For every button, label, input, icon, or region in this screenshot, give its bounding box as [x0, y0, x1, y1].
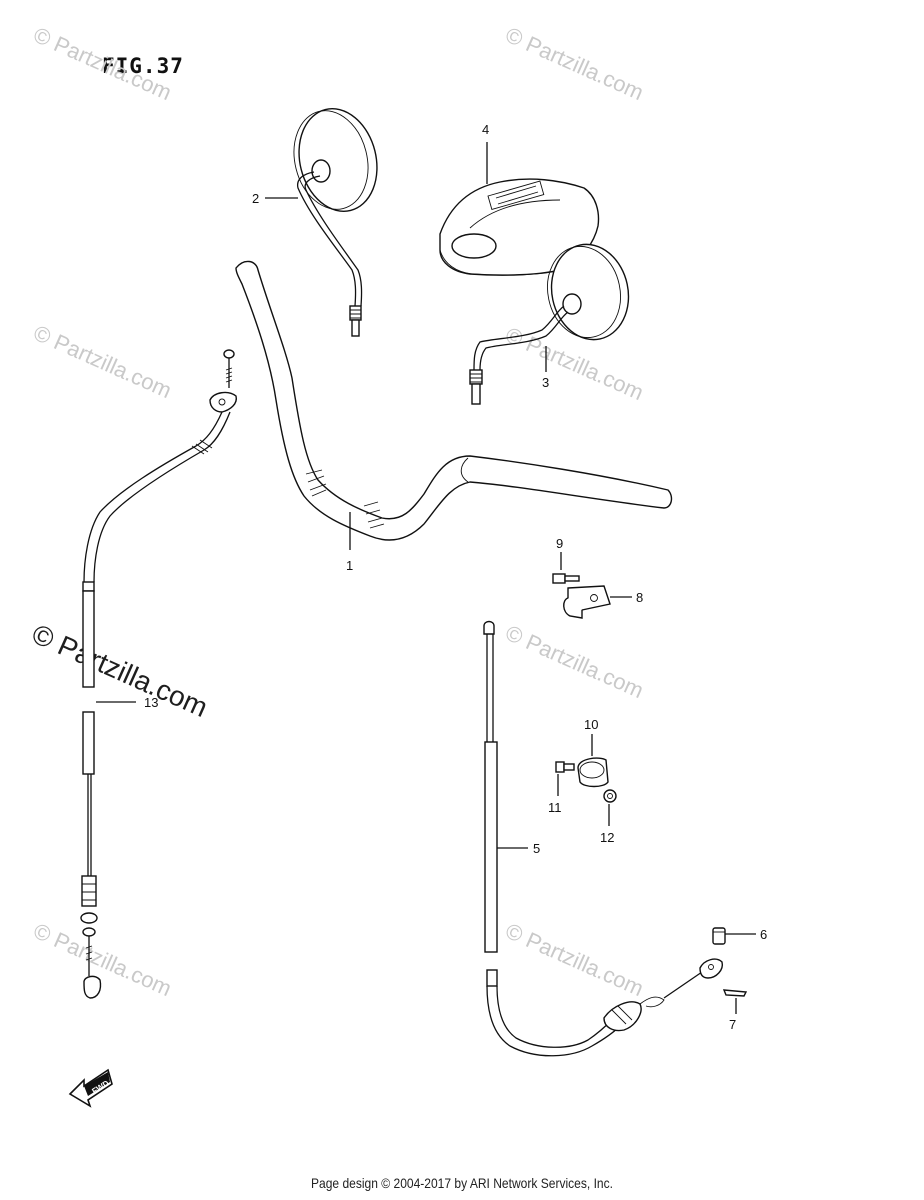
callout-7: 7	[729, 1017, 736, 1032]
page-footer: Page design © 2004-2017 by ARI Network S…	[310, 1175, 613, 1191]
callout-13: 13	[144, 695, 158, 710]
cable-adjuster-part[interactable]	[712, 927, 756, 945]
callout-9: 9	[556, 536, 563, 551]
left-mirror-part[interactable]	[265, 100, 387, 337]
clutch-cable-part[interactable]	[80, 349, 237, 999]
handlebar-part[interactable]	[235, 260, 673, 550]
clamp-screw-part[interactable]	[555, 761, 575, 796]
callout-12: 12	[600, 830, 614, 845]
meter-cover-part[interactable]	[439, 142, 600, 276]
callout-1: 1	[346, 558, 353, 573]
callout-11: 11	[548, 800, 562, 815]
clamp-nut-part[interactable]	[603, 789, 617, 826]
callout-2: 2	[252, 191, 259, 206]
callout-5: 5	[533, 841, 540, 856]
cable-clamp-part[interactable]	[563, 585, 632, 619]
callout-4: 4	[482, 122, 489, 137]
clamp-bolt-part[interactable]	[552, 552, 580, 584]
callout-8: 8	[636, 590, 643, 605]
cable-clamp-10-part[interactable]	[577, 734, 609, 788]
callout-10: 10	[584, 717, 598, 732]
figure-label: FIG.37	[102, 54, 184, 78]
callout-6: 6	[760, 927, 767, 942]
throttle-cable-part[interactable]	[483, 620, 723, 1057]
cotter-pin-part[interactable]	[722, 989, 748, 1014]
fwd-arrow-icon: FWD	[68, 1068, 113, 1108]
callout-3: 3	[542, 375, 549, 390]
right-mirror-part[interactable]	[469, 237, 637, 405]
